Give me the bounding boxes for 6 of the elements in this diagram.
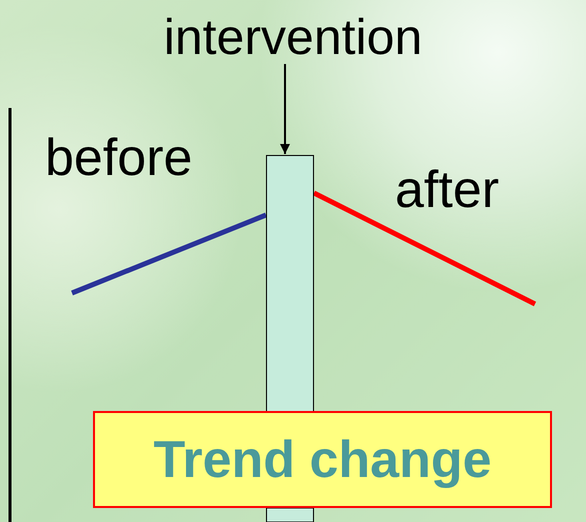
text-label: before xyxy=(45,128,192,188)
intervention-bar xyxy=(266,155,314,411)
text-label: after xyxy=(395,160,500,220)
callout-box: Trend change xyxy=(93,411,552,508)
arrow xyxy=(280,64,290,154)
annotation-text: intervention xyxy=(128,8,458,64)
